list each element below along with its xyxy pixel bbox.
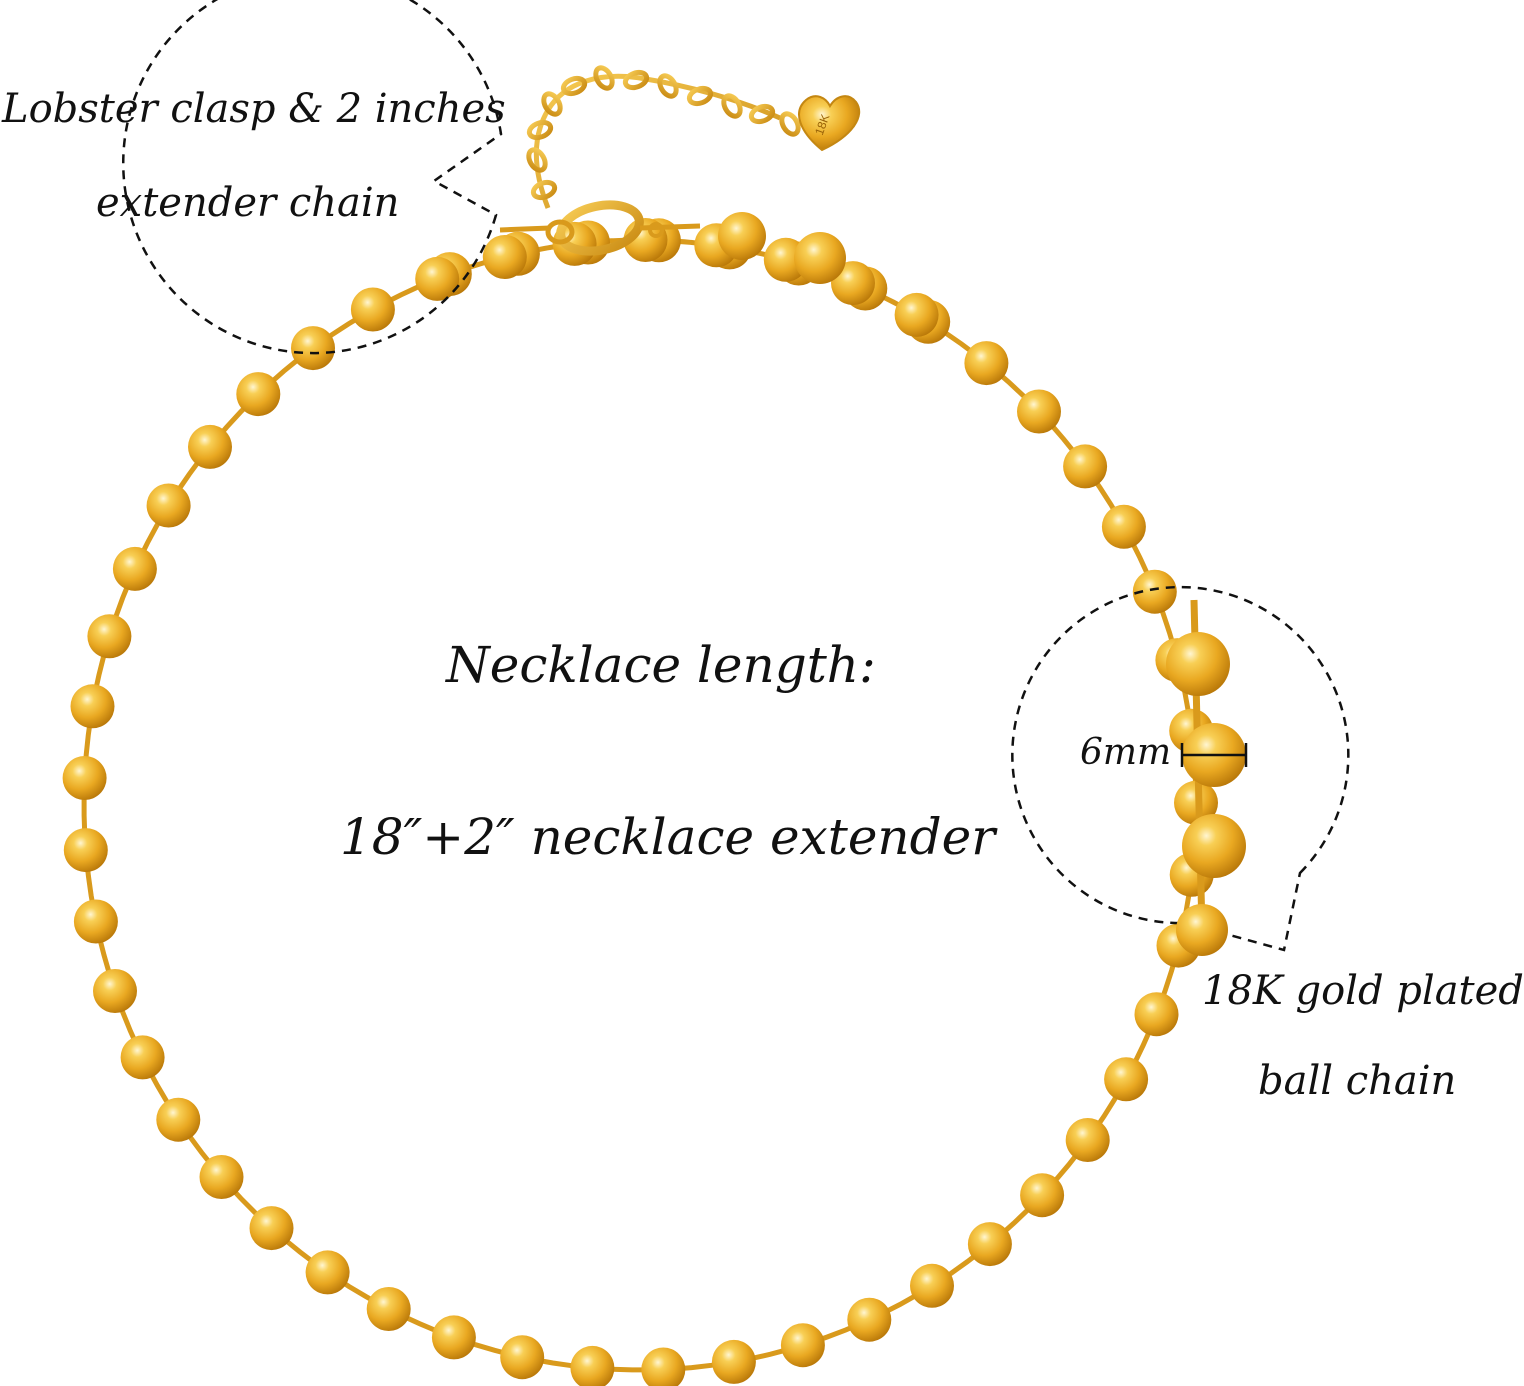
extender-link (623, 70, 648, 91)
bead-size-label: 6mm (1080, 732, 1171, 773)
chain-bead (250, 1206, 294, 1250)
ball-chain-beads (63, 212, 1218, 1386)
chain-bead (415, 257, 459, 301)
clasp-bead (718, 212, 766, 260)
magnified-bead (1176, 904, 1228, 956)
chain-bead (64, 828, 108, 872)
plating-caption-line2: ball chain (1258, 1058, 1456, 1104)
chain-bead (968, 1222, 1012, 1266)
chain-bead (121, 1035, 165, 1079)
chain-bead (483, 235, 527, 279)
chain-bead (1017, 390, 1061, 434)
chain-bead (200, 1155, 244, 1199)
chain-bead (570, 1346, 614, 1386)
chain-bead (74, 900, 118, 944)
chain-bead (156, 1098, 200, 1142)
clasp-caption-line2: extender chain (96, 180, 399, 226)
chain-bead (1102, 505, 1146, 549)
chain-bead (87, 614, 131, 658)
magnified-beads (1166, 600, 1246, 956)
extender-link (720, 93, 743, 119)
chain-bead (1066, 1118, 1110, 1162)
chain-bead (63, 756, 107, 800)
chain-bead (367, 1287, 411, 1331)
chain-bead (113, 547, 157, 591)
necklace-length-title: Necklace length: (446, 636, 876, 694)
chain-bead (895, 293, 939, 337)
necklace-length-value: 18″+2″ necklace extender (340, 808, 995, 866)
chain-bead (432, 1315, 476, 1359)
clasp-bead (794, 232, 846, 284)
chain-bead (291, 326, 335, 370)
chain-bead (188, 425, 232, 469)
chain-bead (500, 1335, 544, 1379)
chain-bead (910, 1264, 954, 1308)
chain-bead (1104, 1057, 1148, 1101)
extender-chain (525, 65, 801, 208)
chain-bead (712, 1340, 756, 1384)
chain-bead (1063, 444, 1107, 488)
magnified-bead (1182, 814, 1246, 878)
plating-caption-line1: 18K gold plated (1202, 968, 1524, 1014)
magnified-bead (1166, 632, 1230, 696)
clasp-caption-line1: Lobster clasp & 2 inches (2, 86, 506, 132)
heart-charm: 18K (799, 96, 859, 150)
chain-bead (964, 341, 1008, 385)
chain-bead (351, 288, 395, 332)
chain-bead (93, 969, 137, 1013)
chain-bead (781, 1323, 825, 1367)
chain-bead (847, 1298, 891, 1342)
chain-bead (236, 372, 280, 416)
chain-bead (71, 684, 115, 728)
chain-bead (147, 484, 191, 528)
chain-bead (306, 1250, 350, 1294)
clasp-callout-outline (123, 0, 501, 353)
chain-bead (641, 1348, 685, 1386)
chain-bead (1020, 1173, 1064, 1217)
chain-bead (1135, 992, 1179, 1036)
extender-link (656, 73, 679, 99)
